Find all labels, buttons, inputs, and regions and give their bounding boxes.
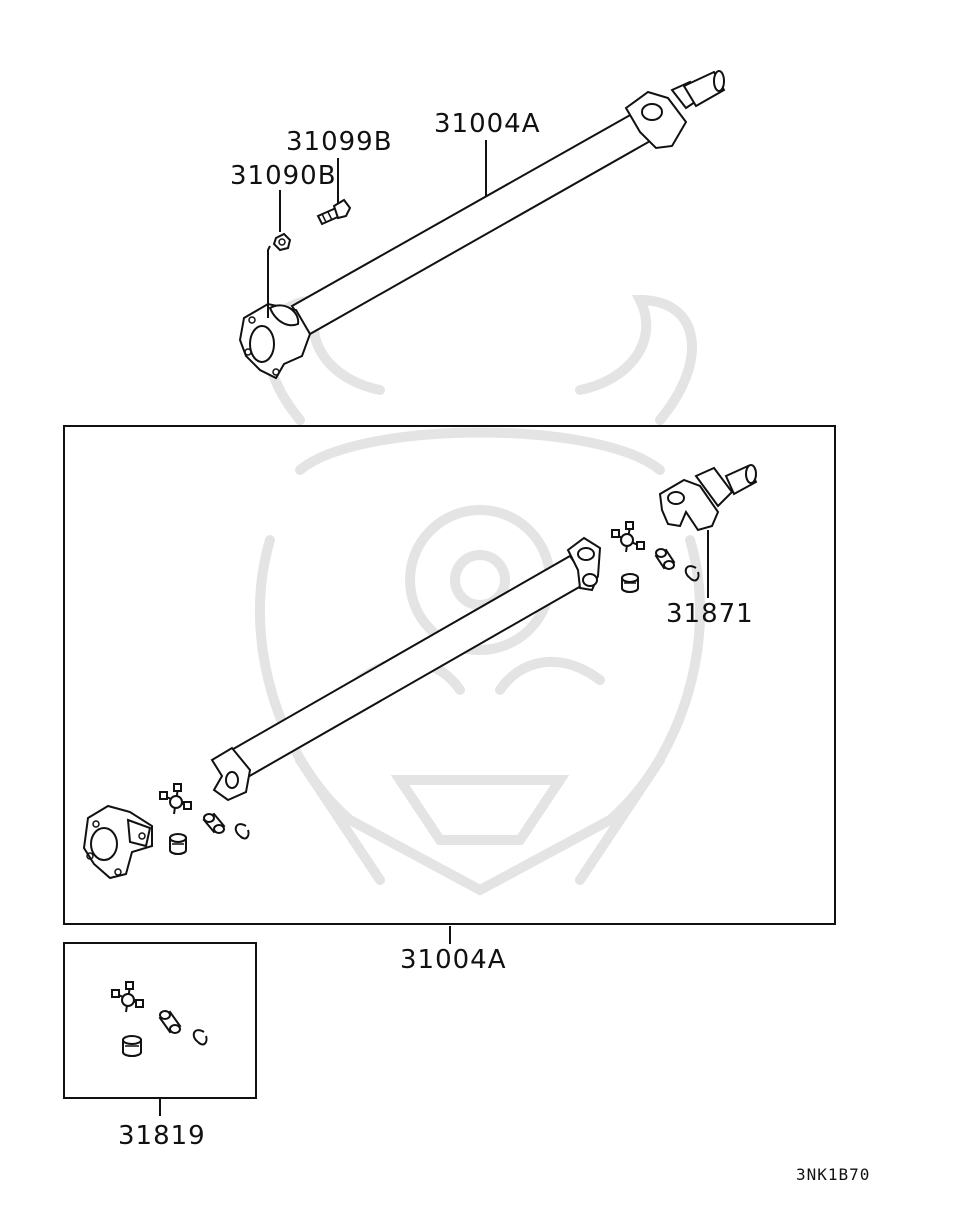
rear-spider-part	[611, 521, 645, 553]
nut-part	[272, 232, 292, 252]
exploded-shaft	[210, 536, 602, 802]
watermark-logo	[254, 294, 706, 896]
slip-yoke-part	[658, 464, 758, 532]
kit-snap-ring-part	[192, 1029, 208, 1046]
bolt-label: 31099B	[286, 127, 393, 157]
assembly-label: 31004A	[400, 945, 507, 975]
diagram-code: 3NK1B70	[796, 1165, 870, 1184]
kit-bearing-cup-part	[122, 1035, 142, 1057]
front-spider-part	[159, 783, 192, 815]
yoke-label: 31871	[666, 599, 754, 629]
front-snap-ring-part	[234, 823, 250, 840]
kit-box	[63, 942, 257, 1099]
rear-snap-ring-part	[684, 565, 700, 582]
front-flange-part	[82, 804, 153, 880]
shaft-top-label: 31004A	[434, 109, 541, 139]
front-bearing-cup-part	[169, 833, 187, 855]
rear-bearing-part	[654, 548, 676, 570]
kit-bearing-part	[158, 1010, 182, 1034]
bolt-part	[316, 198, 352, 226]
kit-label: 31819	[118, 1121, 206, 1151]
nut-to-flange-leader	[267, 245, 271, 318]
top-propeller-shaft	[238, 70, 726, 380]
kit-spider-part	[111, 981, 144, 1013]
assembly-box	[63, 425, 836, 925]
front-bearing-part	[202, 812, 226, 834]
nut-label: 31090B	[230, 161, 337, 191]
rear-bearing-cup-part	[621, 573, 639, 593]
